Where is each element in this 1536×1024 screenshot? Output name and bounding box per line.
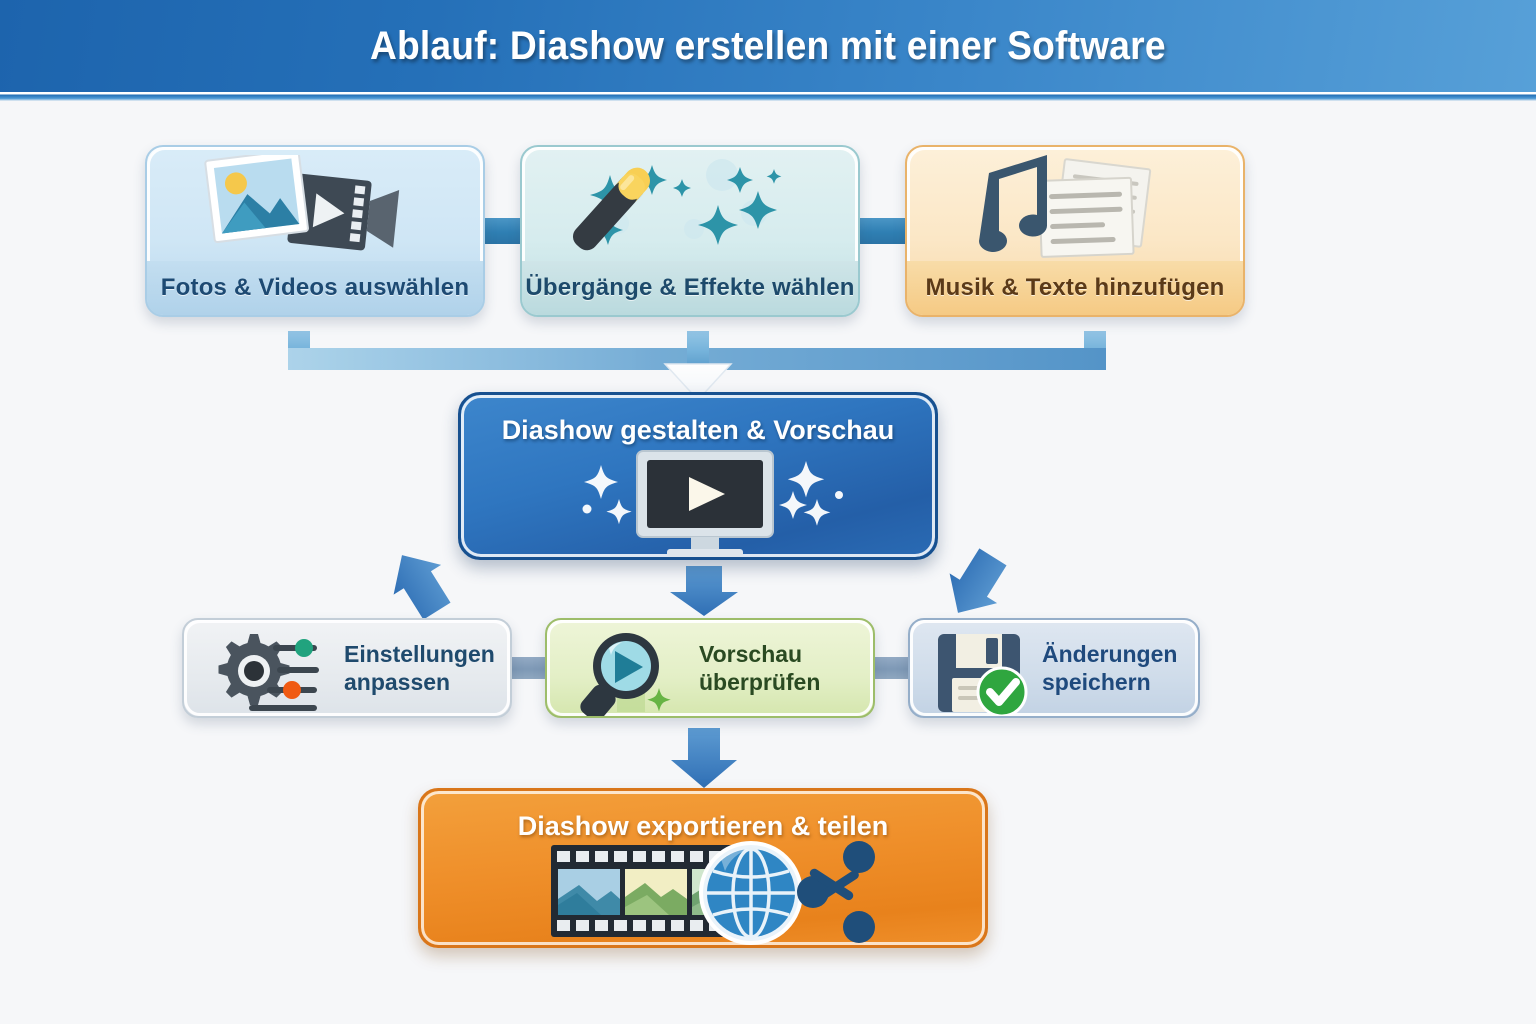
step-card-settings[interactable]: Einstellungen anpassen (182, 618, 512, 718)
card-label-settings-line2: anpassen (344, 669, 451, 695)
page-title: Ablauf: Diashow erstellen mit einer Soft… (370, 23, 1166, 68)
music-note-icon (979, 155, 1048, 252)
card-label-settings-line1: Einstellungen (344, 640, 495, 667)
video-camera-icon (287, 173, 400, 251)
arrow-center-to-preview (670, 566, 738, 616)
card-label-design: Diashow gestalten & Vorschau (501, 415, 895, 445)
step-card-design[interactable]: Diashow gestalten & Vorschau (458, 392, 938, 560)
sparkle-icon (582, 461, 843, 526)
card-label-music: Musik & Texte hinzufügen (907, 261, 1243, 315)
card-label-effects: Übergänge & Effekte wählen (522, 261, 858, 315)
share-icon (797, 841, 875, 943)
arrow-center-to-save (949, 548, 1007, 613)
card-label-save-line1: Änderungen (1042, 640, 1178, 667)
text-document-front-icon (1038, 176, 1135, 258)
page-header: Ablauf: Diashow erstellen mit einer Soft… (0, 0, 1536, 92)
gear-settings-icon (218, 634, 319, 711)
step-card-photos[interactable]: Fotos & Videos auswählen (145, 145, 485, 317)
monitor-play-icon (636, 450, 774, 557)
step-card-preview[interactable]: Vorschau überprüfen (545, 618, 875, 718)
card-label-preview-line1: Vorschau (699, 640, 803, 667)
header-divider (0, 92, 1536, 101)
card-label-save-line2: speichern (1042, 669, 1151, 695)
film-globe-share-icon-group (551, 841, 875, 945)
magic-wand-icon (572, 167, 650, 251)
film-frame-1 (558, 869, 620, 915)
card-label-preview: Vorschau überprüfen (699, 640, 820, 696)
arrow-center-to-settings (393, 555, 451, 620)
magnifier-play-icon (580, 633, 671, 716)
music-text-icon-group (979, 155, 1152, 258)
card-label-settings: Einstellungen anpassen (344, 640, 495, 696)
globe-icon (699, 841, 803, 945)
magic-wand-sparkles-icon-group (572, 159, 782, 251)
card-label-photos: Fotos & Videos auswählen (147, 261, 483, 315)
step-card-export[interactable]: Diashow exportieren & teilen (418, 788, 988, 948)
step-card-save[interactable]: Änderungen speichern (908, 618, 1200, 718)
card-label-preview-line2: überprüfen (699, 669, 821, 695)
arrow-preview-to-export (671, 728, 737, 788)
step-card-effects[interactable]: Übergänge & Effekte wählen (520, 145, 860, 317)
photos-video-icon-group (204, 155, 400, 251)
monitor-sparkles-icon-group (582, 450, 843, 557)
card-inner-border (184, 620, 510, 716)
check-circle-icon (976, 666, 1028, 716)
card-inner-border (421, 791, 985, 945)
connector-photos-effects (481, 218, 525, 244)
connector-effects-music (856, 218, 910, 244)
card-inner-border (547, 620, 873, 716)
photo-icon (204, 155, 309, 244)
card-label-export: Diashow exportieren & teilen (517, 811, 889, 841)
connector-preview-save (870, 657, 915, 679)
film-frame-2 (625, 869, 687, 915)
step-card-music[interactable]: Musik & Texte hinzufügen (905, 145, 1245, 317)
floppy-disk-icon (938, 634, 1028, 716)
connector-settings-preview (506, 657, 551, 679)
card-inner-border (910, 620, 1198, 716)
card-label-save: Änderungen speichern (1042, 640, 1177, 696)
merge-connector (288, 331, 1106, 402)
